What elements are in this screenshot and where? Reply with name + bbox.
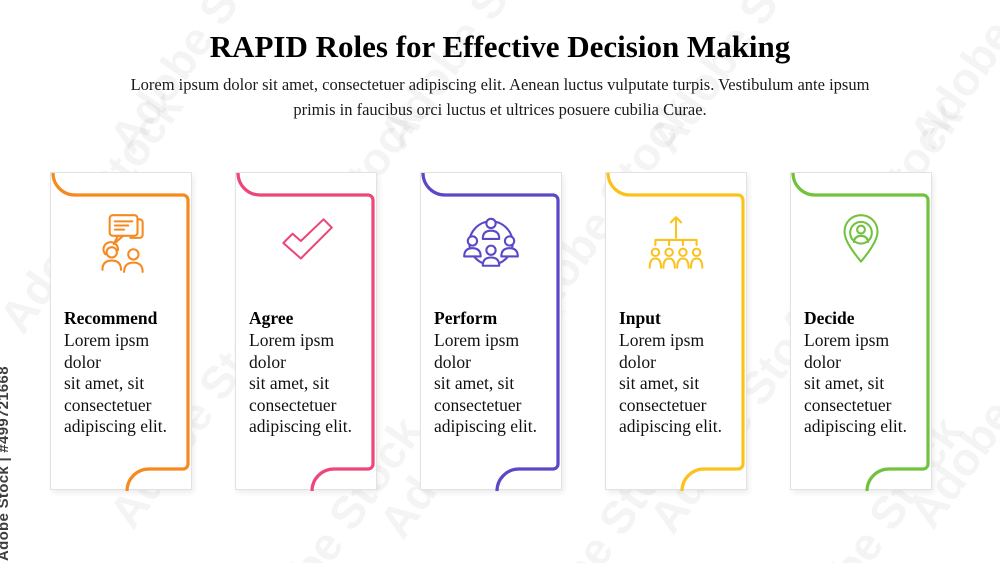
card-title: Perform bbox=[434, 308, 498, 328]
card-description: Lorem ipsm dolor sit amet, sit consectet… bbox=[434, 330, 538, 436]
checkmark-icon bbox=[282, 218, 333, 260]
card-description: Lorem ipsm dolor sit amet, sit consectet… bbox=[64, 330, 168, 436]
card-description: Lorem ipsm dolor sit amet, sit consectet… bbox=[249, 330, 353, 436]
card-input: Input Lorem ipsm dolor sit amet, sit con… bbox=[605, 172, 747, 492]
header: RAPID Roles for Effective Decision Makin… bbox=[0, 28, 1000, 122]
stock-credit-label: Adobe Stock | #499721668 bbox=[0, 366, 12, 561]
team-circle-icon bbox=[463, 217, 519, 267]
card-title: Agree bbox=[249, 308, 294, 328]
card-description: Lorem ipsm dolor sit amet, sit consectet… bbox=[804, 330, 908, 436]
card-description: Lorem ipsm dolor sit amet, sit consectet… bbox=[619, 330, 723, 436]
card-title: Recommend bbox=[64, 308, 158, 328]
page-title: RAPID Roles for Effective Decision Makin… bbox=[209, 29, 791, 64]
card-recommend: Recommend Lorem ipsm dolor sit amet, sit… bbox=[50, 172, 192, 492]
org-arrow-icon bbox=[648, 216, 704, 269]
card-agree: Agree Lorem ipsm dolor sit amet, sit con… bbox=[235, 172, 377, 492]
conversation-icon bbox=[101, 214, 144, 273]
page-subtitle: Lorem ipsum dolor sit amet, consectetuer… bbox=[130, 75, 870, 119]
card-title: Input bbox=[619, 308, 661, 328]
rapid-cards-row: Recommend Lorem ipsm dolor sit amet, sit… bbox=[50, 172, 932, 492]
card-title: Decide bbox=[804, 308, 855, 328]
card-perform: Perform Lorem ipsm dolor sit amet, sit c… bbox=[420, 172, 562, 492]
person-pin-icon bbox=[843, 214, 879, 263]
card-decide: Decide Lorem ipsm dolor sit amet, sit co… bbox=[790, 172, 932, 492]
